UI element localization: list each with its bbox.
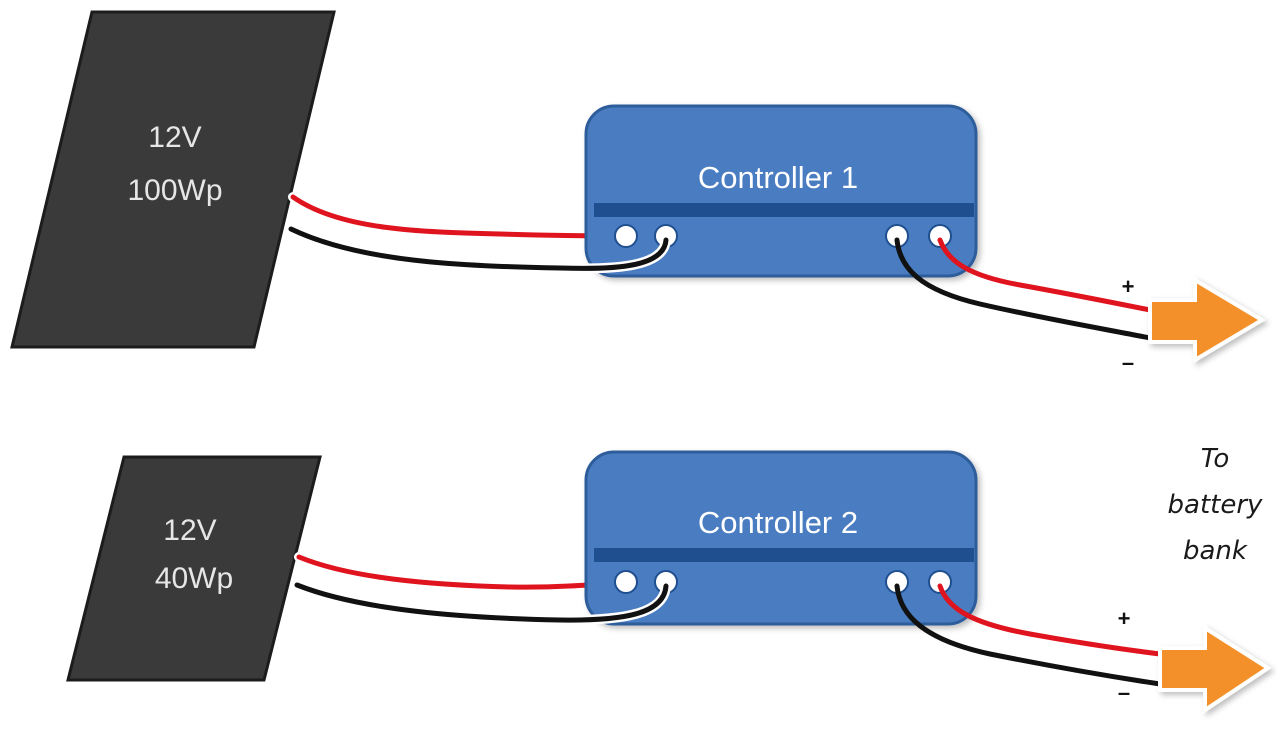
output-1-plus-sign: + [1122,274,1135,299]
controller-2-output-positive-wire [937,583,1163,657]
destination-line-2: battery [1168,490,1264,520]
panel-2-voltage: 12V [163,514,216,547]
output-1-arrow-icon [1148,276,1266,364]
controller-2-body [584,450,978,626]
controller-1-terminal-bat-positive [928,224,952,248]
solar-panel-2: 12V 40Wp [66,455,322,682]
controller-2 [584,450,978,626]
destination-line-3: bank [1183,536,1248,566]
controller-2-terminal-pv-positive [614,570,638,594]
solar-panel-2-body [66,455,322,682]
panel-1-power: 100Wp [127,174,222,207]
system-2: 12V 40Wp Controller 2 + – [66,450,1272,714]
output-2-arrow-icon [1158,624,1272,714]
panel-2-negative-wire-core [294,582,669,623]
output-1-minus-sign: – [1122,350,1134,375]
controller-2-band [594,548,974,562]
controller-1 [584,104,978,278]
solar-panel-1: 12V 100Wp [10,10,336,349]
controller-2-terminal-bat-positive [928,570,952,594]
destination-line-1: To [1201,444,1230,474]
solar-panel-1-body [10,10,336,349]
panel-2-power: 40Wp [155,562,233,595]
system-1: 12V 100Wp Controller 1 + – [10,10,1266,375]
controller-2-label: Controller 2 [698,505,858,540]
controller-1-output-negative-wire [894,237,1153,341]
output-2-plus-sign: + [1118,606,1131,631]
panel-1-negative-wire-core [288,226,669,271]
output-2-minus-sign: – [1118,680,1130,705]
controller-1-output-positive-wire [937,237,1153,313]
panel-1-voltage: 12V [148,121,201,154]
controller-2-output-negative-wire [894,583,1163,687]
controller-1-body [584,104,978,278]
controller-1-label: Controller 1 [698,160,858,195]
controller-1-band [594,203,974,217]
destination-label: To battery bank [1168,444,1264,566]
controller-1-terminal-pv-positive [614,224,638,248]
